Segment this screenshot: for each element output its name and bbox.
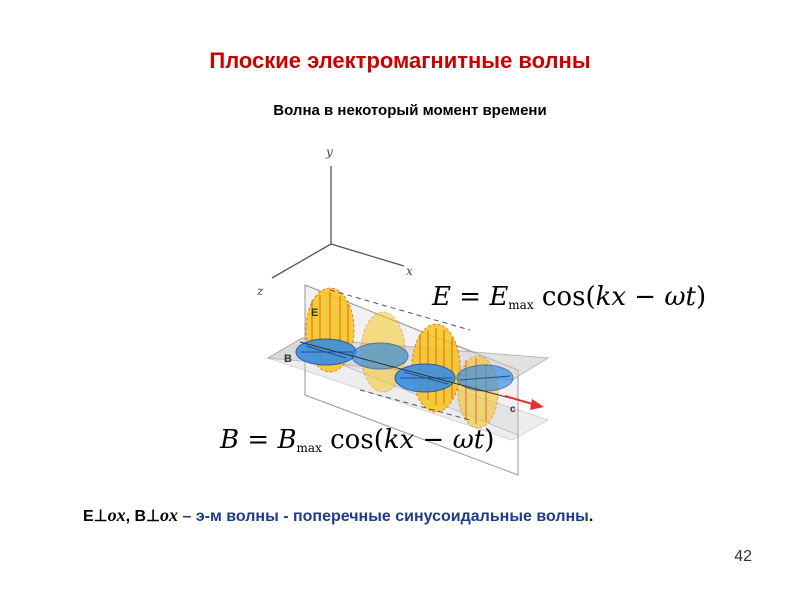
formula-b-sub: max (296, 441, 322, 455)
statement-text: э-м волны - поперечные синусоидальные во… (195, 508, 589, 525)
statement-perp-1: ⊥ (93, 508, 108, 525)
b-arrow (305, 345, 347, 359)
statement-e: E (83, 508, 94, 525)
b-label: B (284, 353, 292, 365)
x-axis-label: x (406, 264, 413, 278)
y-axis-label: y (325, 145, 333, 159)
formula-b-amp: B (277, 425, 297, 455)
dashed-envelope-bottom (359, 389, 471, 421)
b-field-wave (295, 338, 514, 393)
e-label: E (311, 307, 318, 319)
statement-dot: . (588, 508, 594, 525)
formula-b-fn: cos (330, 425, 374, 455)
formula-e-amp: E (489, 282, 509, 312)
formula-e-lhs: E (432, 282, 451, 312)
statement-dash: – (178, 508, 196, 525)
b-arrow (459, 375, 511, 381)
formula-b-field: B = Bmax cos(kx − ωt) (220, 425, 495, 455)
formula-e-sub: max (508, 298, 534, 312)
b-arrow (403, 371, 449, 385)
formula-e-arg: kx − ωt (595, 282, 696, 312)
statement-ox-2: ox (160, 505, 179, 525)
c-label: c (510, 404, 516, 415)
formula-e-fn: cos (541, 282, 586, 312)
formula-e-field: E = Emax cos(kx − ωt) (432, 282, 707, 312)
x-axis (330, 243, 405, 267)
statement-ox-1: ox (107, 505, 126, 525)
coordinate-axes (271, 166, 405, 279)
z-axis (271, 243, 332, 279)
formula-b-lhs: B (220, 425, 240, 455)
formula-b-arg: kx − ωt (383, 425, 485, 455)
statement-perp-2: ⊥ (146, 508, 161, 525)
propagation-axis (299, 341, 511, 399)
slide-title: Плоские электромагнитные волны (209, 48, 591, 73)
slide-subtitle: Волна в некоторый момент времени (273, 102, 547, 119)
statement-comma: , (125, 508, 131, 525)
b-lobe (351, 342, 409, 370)
statement-b: B (134, 508, 147, 525)
propagation-arrowhead (530, 399, 544, 410)
propagation-arrow (504, 395, 537, 406)
dashed-envelope-top (329, 289, 471, 331)
z-axis-label: z (256, 284, 264, 298)
transverse-wave-statement: E⊥ox, B⊥ox – э-м волны - поперечные сину… (83, 505, 593, 526)
page-number: 42 (734, 548, 752, 565)
